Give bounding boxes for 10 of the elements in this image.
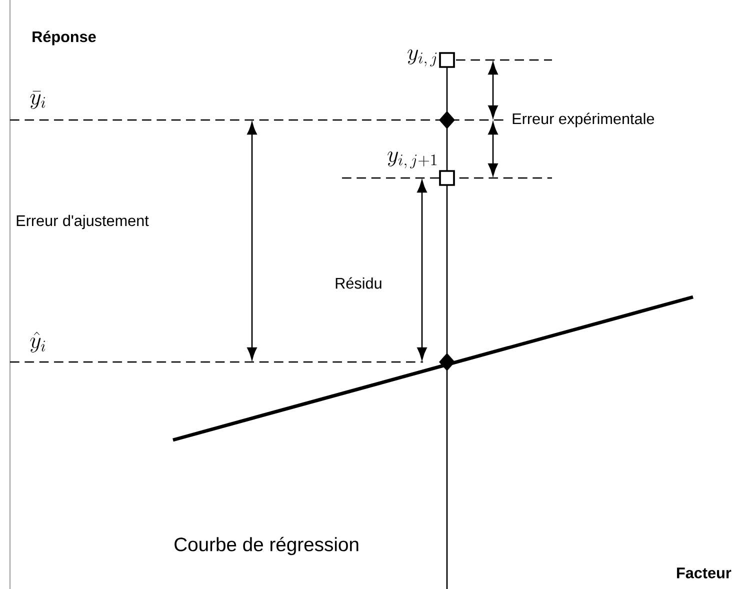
- axis-label: Réponse: [32, 30, 96, 46]
- math-label: $\hat{y}_{i}$: [30, 332, 46, 352]
- axis-label: Facteur: [677, 568, 732, 578]
- annotation-label: Résidu: [336, 277, 382, 289]
- annotation-label: Erreur expérimentale: [512, 112, 654, 128]
- math-label: $y_{i,\,j}$: [408, 50, 437, 66]
- annotation-label: Erreur d'ajustement: [16, 214, 149, 230]
- math-label: $\bar{y}_{i}$: [30, 90, 46, 109]
- math-label: $y_{i,\,j+1}$: [388, 152, 436, 168]
- annotation-label: Courbe de régression: [174, 536, 358, 556]
